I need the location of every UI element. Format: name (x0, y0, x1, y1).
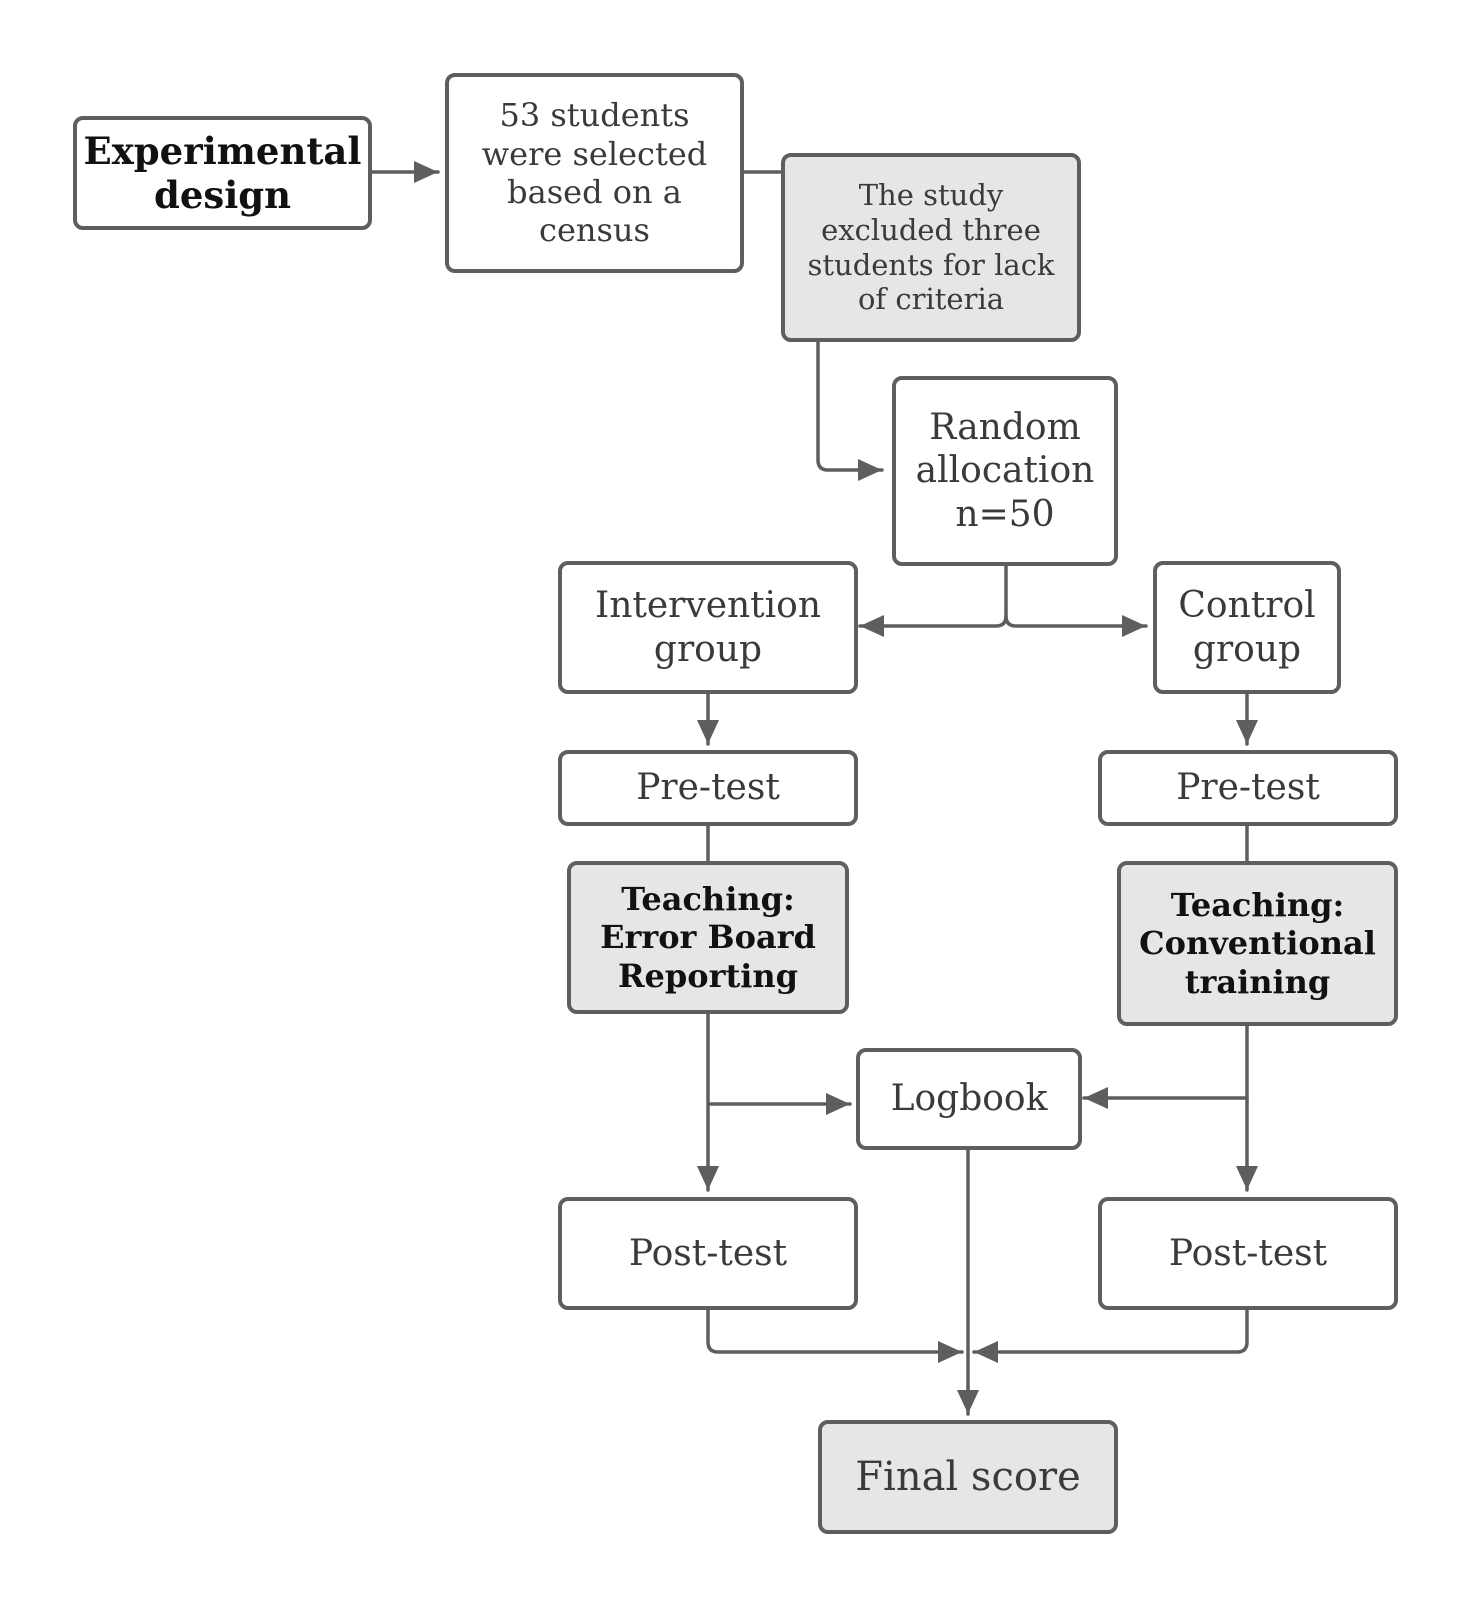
arrowhead (1084, 1087, 1108, 1109)
connector-random-to-control (1004, 614, 1148, 628)
arrowhead (1122, 615, 1146, 637)
node-text-line: Intervention (594, 585, 822, 627)
node-text-line: Random (929, 407, 1081, 449)
node-text: Post-test (629, 1232, 787, 1275)
node-text-line: Post-test (628, 1232, 788, 1274)
node-text: Final score (855, 1453, 1080, 1501)
arrowhead (974, 1341, 998, 1363)
final-score-box: Final score (818, 1420, 1118, 1534)
posttest-intervention-box: Post-test (558, 1197, 858, 1310)
node-text-line: Pre-test (1176, 767, 1320, 809)
pretest-control-box: Pre-test (1098, 750, 1398, 826)
node-text: Pre-test (636, 766, 780, 809)
arrowhead (697, 1166, 719, 1190)
arrowhead (1236, 1166, 1258, 1190)
arrowhead (938, 1341, 962, 1363)
node-text-line: Pre-test (636, 767, 780, 809)
node-text-line: students for lack (807, 247, 1055, 282)
arrowhead (860, 615, 884, 637)
arrowhead (858, 459, 882, 481)
node-text-line: Reporting (617, 956, 799, 995)
node-text-line: 53 students (499, 96, 690, 135)
node-text-line: of criteria (857, 282, 1005, 317)
node-text-line: Post-test (1168, 1232, 1328, 1274)
node-text: Post-test (1169, 1232, 1327, 1275)
node-text-line: group (1192, 628, 1302, 670)
node-text-line: Conventional (1139, 924, 1376, 963)
arrowhead (1236, 720, 1258, 744)
node-text-line: training (1184, 962, 1331, 1001)
node-text-line: excluded three (821, 212, 1041, 247)
posttest-control-box: Post-test (1098, 1197, 1398, 1310)
node-text-line: Logbook (890, 1078, 1048, 1120)
arrowhead (826, 1093, 850, 1115)
node-text-line: n=50 (955, 493, 1055, 535)
node-text-line: Error Board (600, 918, 816, 957)
node-text-line: Control (1178, 585, 1316, 627)
arrowhead (414, 161, 438, 183)
node-text-line: were selected (481, 134, 708, 173)
node-text-line: Teaching: (621, 879, 795, 918)
node-text: Pre-test (1176, 766, 1320, 809)
node-text-line: allocation (915, 450, 1095, 492)
node-text-line: Teaching: (1170, 885, 1345, 924)
arrowhead (957, 1390, 979, 1414)
connector-posttest-control-to-final (972, 1308, 1249, 1354)
logbook-box: Logbook (856, 1048, 1082, 1150)
node-text-line: design (153, 173, 292, 217)
node-text-line: The study (858, 177, 1004, 212)
arrowhead (697, 720, 719, 744)
node-text: Logbook (891, 1077, 1048, 1120)
node-text-line: Experimental (83, 128, 362, 173)
pretest-intervention-box: Pre-test (558, 750, 858, 826)
connector-excluded-to-random (816, 340, 884, 472)
node-text-line: census (539, 211, 650, 250)
node-text-line: based on a (507, 173, 682, 211)
connector-posttest-intervention-to-final (706, 1308, 964, 1354)
node-text-line: Final score (855, 1454, 1081, 1500)
node-text-line: group (653, 628, 763, 670)
